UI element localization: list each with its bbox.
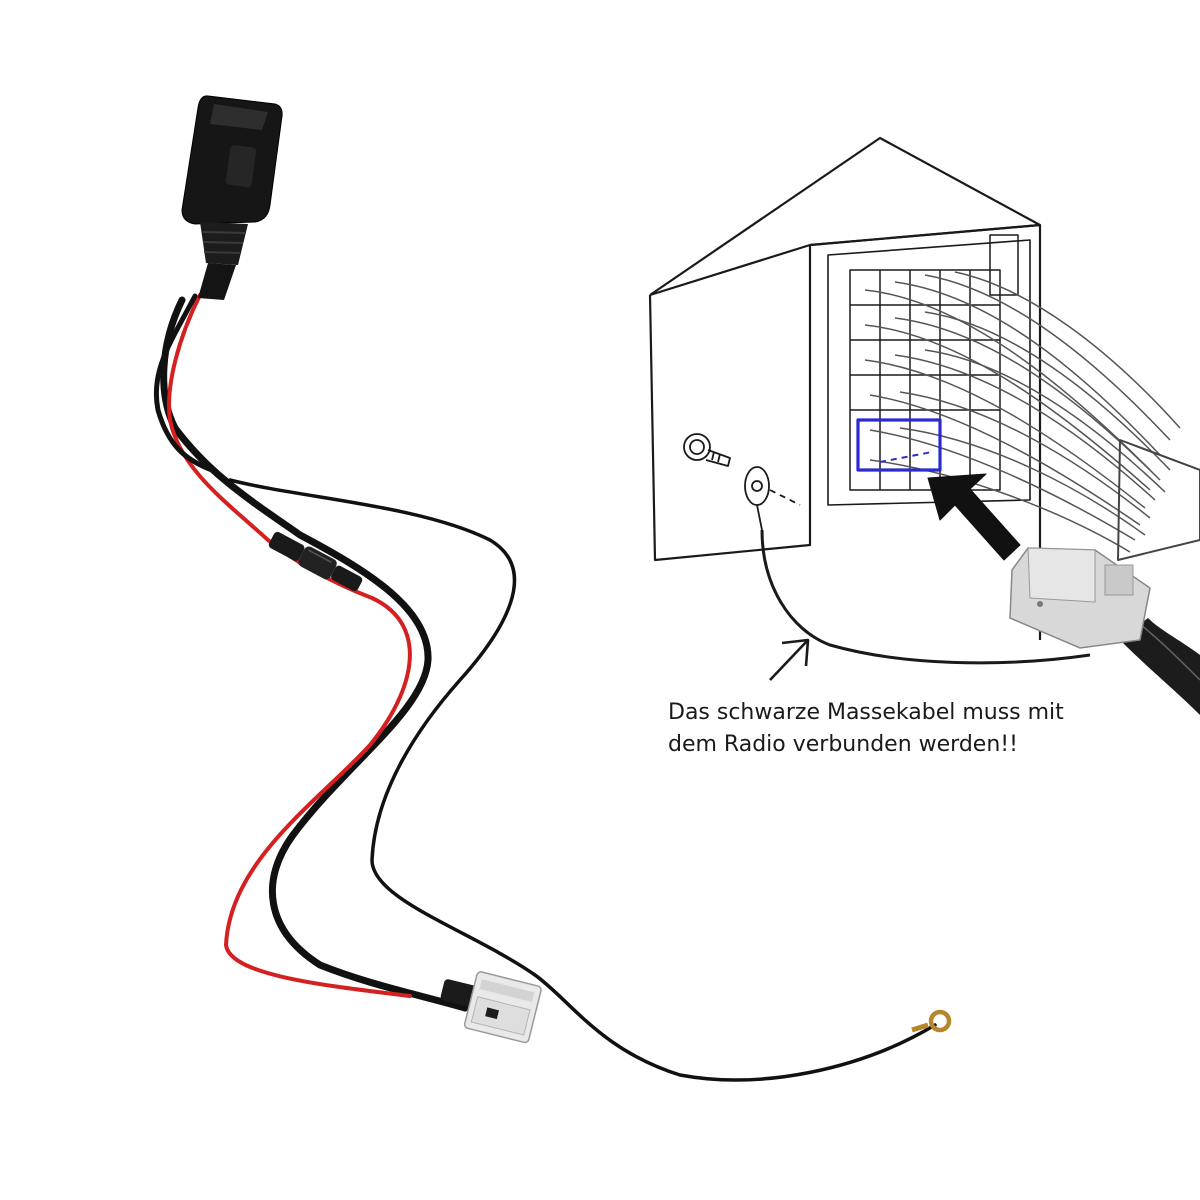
target-socket-highlight bbox=[856, 418, 942, 472]
cable-assembly bbox=[153, 95, 952, 1082]
arrow-icon bbox=[927, 473, 1021, 561]
ring-terminal-icon bbox=[911, 1009, 952, 1033]
caption-line-1: Das schwarze Massekabel muss mit bbox=[668, 700, 1064, 725]
bluetooth-module-icon bbox=[181, 95, 283, 300]
wire-bundle bbox=[864, 271, 1200, 561]
installation-note: Das schwarze Massekabel muss mit dem Rad… bbox=[668, 697, 1064, 761]
ground-wire bbox=[228, 478, 937, 1082]
caption-line-2: dem Radio verbunden werden!! bbox=[668, 732, 1018, 757]
diagram-plug-icon bbox=[1009, 547, 1200, 715]
car-radio-diagram bbox=[648, 136, 1200, 681]
pointer-arrow-icon bbox=[769, 638, 810, 681]
black-audio-cable bbox=[153, 293, 215, 473]
red-power-wire bbox=[167, 293, 412, 998]
ground-screw-icon bbox=[683, 433, 801, 531]
inline-fuse-icon bbox=[268, 531, 363, 592]
ground-cable-diagram bbox=[760, 529, 1091, 665]
white-plug-connector-icon bbox=[440, 971, 542, 1044]
black-power-cable bbox=[160, 296, 469, 1012]
